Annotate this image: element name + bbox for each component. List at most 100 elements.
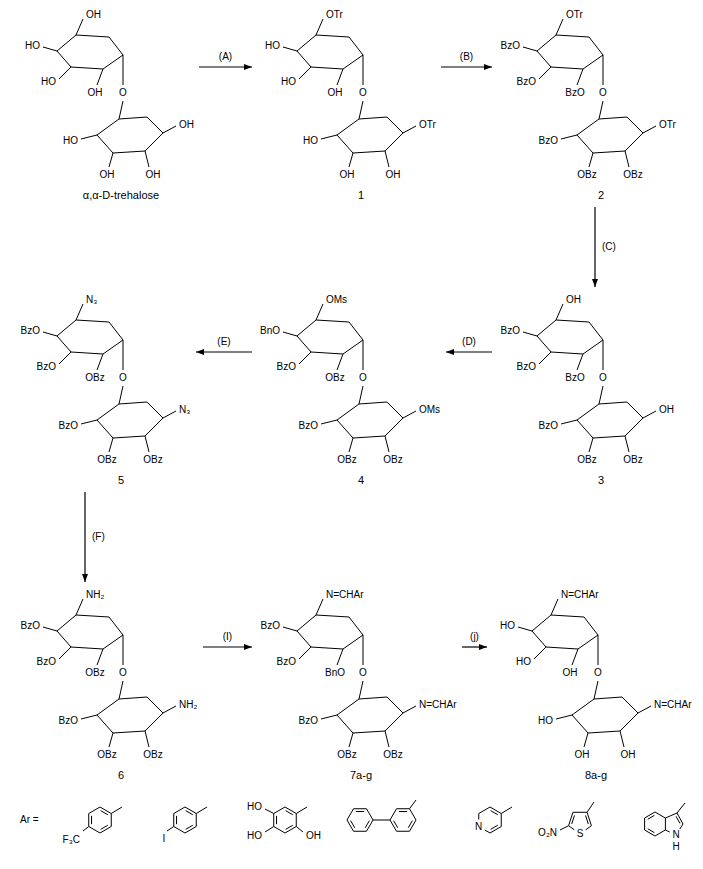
ring-bond (97, 404, 119, 420)
ring-bond (343, 340, 363, 354)
atom-label: F₃C (63, 834, 80, 846)
atom-label: O (594, 667, 602, 679)
ring-bond (337, 135, 353, 153)
atom-label: BzO (299, 715, 318, 727)
bond-line (167, 827, 174, 832)
bond-line (587, 802, 594, 812)
atom-label: O (359, 667, 367, 679)
ring-bond (76, 35, 109, 37)
ring-bond (353, 436, 385, 438)
compound-number: 7a-g (350, 769, 372, 782)
atom-label: BnO (325, 667, 345, 679)
double-bond (186, 825, 193, 829)
ring-bond (273, 814, 274, 827)
ring-bond (316, 35, 349, 37)
reagent-label: (I) (222, 631, 233, 643)
bond-line (385, 731, 389, 747)
atom-label: OH (86, 9, 101, 21)
atom-label: OBz (143, 749, 162, 761)
ring-bond (337, 119, 359, 135)
bond-line (81, 420, 97, 424)
ring-bond (57, 336, 71, 352)
ring-bond (103, 635, 123, 649)
bond-line (337, 354, 343, 370)
ring-bond (551, 67, 583, 69)
bond-line (534, 647, 546, 659)
bond-line (59, 647, 71, 659)
ring-bond (311, 352, 343, 354)
atom-label: OH (386, 169, 401, 181)
atom-label: N₃ (179, 404, 190, 416)
bond-line (518, 627, 532, 631)
bond-line (265, 809, 274, 814)
ring-bond (119, 402, 147, 404)
bond-line (638, 706, 651, 713)
atom-label: OBz (325, 372, 344, 384)
ring-bond (297, 615, 316, 631)
ring-bond (296, 814, 297, 827)
atom-label: OBz (577, 169, 596, 181)
bond-line (76, 599, 83, 615)
atom-label: HO (538, 715, 553, 727)
ring-bond (174, 807, 185, 814)
bond-line (620, 731, 624, 747)
ring-bond (285, 807, 296, 814)
double-bond (101, 825, 108, 829)
ring-bond (569, 826, 575, 830)
double-bond (286, 825, 293, 829)
bond-line (299, 647, 311, 659)
ring-bond (620, 713, 638, 731)
ring-bond (147, 117, 163, 133)
atom-label: OBz (383, 454, 402, 466)
ring-bond (589, 322, 603, 340)
bond-line (109, 438, 113, 452)
ring-bond (532, 615, 551, 631)
ring-bond (337, 420, 353, 438)
atom-label: O (599, 372, 607, 384)
atom-label: OBz (337, 749, 356, 761)
atom-label: BzO (59, 420, 78, 432)
double-bond (408, 821, 412, 828)
reaction-arrow (446, 351, 492, 352)
double-bond (676, 816, 680, 823)
bond-line (76, 19, 83, 35)
ring-bond (109, 617, 123, 635)
bond-line (283, 47, 297, 51)
reaction-arrow (441, 66, 492, 67)
atom-label: OH (566, 294, 581, 306)
ring-bond (479, 807, 490, 814)
bond-line (589, 153, 593, 167)
double-bond (491, 825, 498, 829)
bond-line (59, 352, 71, 364)
atom-label: OMs (326, 294, 347, 306)
bond-line (363, 635, 364, 665)
ar-definition: Ar = (20, 814, 39, 826)
bond-line (584, 733, 588, 747)
bond-line (97, 649, 103, 665)
atom-label: OTr (326, 9, 343, 21)
ring-bond (88, 814, 89, 827)
ring-bond (367, 809, 374, 820)
atom-label: BnO (260, 325, 280, 337)
bond-line (349, 153, 353, 167)
reagent-label: (F) (91, 531, 106, 543)
ring-bond (645, 830, 655, 836)
ring-bond (89, 827, 100, 834)
reaction-arrow (203, 646, 252, 647)
atom-label: OBz (97, 454, 116, 466)
bond-line (283, 627, 297, 631)
atom-label: OH (306, 830, 321, 842)
bond-line (599, 386, 603, 404)
ring-bond (665, 830, 669, 832)
atom-label: BzO (277, 656, 296, 668)
ring-bond (297, 51, 311, 67)
ring-bond (97, 135, 113, 153)
atom-label: OTr (566, 9, 583, 21)
bond-line (163, 706, 176, 713)
compound-number: 6 (118, 769, 124, 782)
ring-bond (586, 826, 592, 830)
atom-label: HO (516, 656, 531, 668)
bond-line (589, 438, 593, 452)
ring-bond (297, 631, 311, 647)
ring-bond (337, 699, 359, 715)
